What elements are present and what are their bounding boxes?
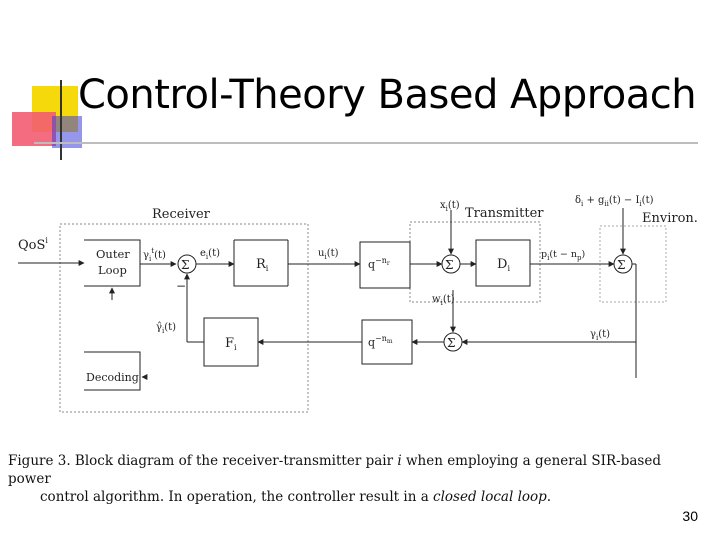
signal-gamma-target: γit(t) xyxy=(143,247,166,263)
signal-p: pi(t − np) xyxy=(541,249,585,262)
environ-label: Environ. xyxy=(642,211,698,226)
caption-line1-rest: when employing a general SIR-based power xyxy=(8,453,661,487)
caption-prefix: Figure 3. Block diagram of the receiver-… xyxy=(8,453,398,469)
sum-symbol-3: Σ xyxy=(617,258,625,272)
caption-line2-end: . xyxy=(546,489,552,505)
receiver-region xyxy=(59,223,309,413)
minus-sign: − xyxy=(176,279,186,293)
signal-gamma: γi(t) xyxy=(590,329,610,342)
r-block-label: Ri xyxy=(256,257,269,273)
slide-title: Control-Theory Based Approach xyxy=(78,72,697,118)
signal-x: xi(t) xyxy=(440,200,460,213)
d-block-label: Di xyxy=(497,257,510,273)
f-block-label: Fi xyxy=(225,336,237,352)
sum-symbol-1: Σ xyxy=(181,258,189,272)
outer-loop-block xyxy=(84,239,141,287)
qos-label: QoSi xyxy=(18,236,48,253)
decor-red-square xyxy=(12,112,56,146)
delay-bottom-label: q−nm xyxy=(368,334,393,349)
signal-gamma-hat: γ̂i(t) xyxy=(156,322,176,335)
caption-line2-start: control algorithm. In operation, the con… xyxy=(40,489,434,505)
decoding-label: Decoding xyxy=(86,371,139,384)
sum-symbol-2: Σ xyxy=(445,258,453,272)
outer-loop-label-2: Loop xyxy=(98,263,127,277)
decoding-block xyxy=(84,351,141,391)
receiver-label: Receiver xyxy=(152,207,211,222)
transmitter-region xyxy=(409,221,541,303)
r-block xyxy=(233,239,288,287)
signal-environment: δi + gii(t) − Ii(t) xyxy=(575,195,654,208)
signal-e: ei(t) xyxy=(200,248,220,261)
decor-horizontal-rule xyxy=(34,142,698,144)
signal-w: wi(t) xyxy=(432,294,455,307)
caption-italic-i: i xyxy=(397,453,402,469)
delay-top-label: q−nr xyxy=(368,256,390,271)
transmitter-label: Transmitter xyxy=(465,206,544,221)
sum-symbol-4: Σ xyxy=(447,336,455,350)
signal-u: ui(t) xyxy=(318,248,339,261)
page-number: 30 xyxy=(682,508,698,524)
caption-line2-italic: closed local loop xyxy=(433,489,547,505)
decor-vertical-line xyxy=(60,80,62,160)
d-block xyxy=(475,239,531,287)
delay-block-top xyxy=(359,241,411,289)
figure-caption: Figure 3. Block diagram of the receiver-… xyxy=(8,452,708,506)
outer-loop-label-1: Outer xyxy=(96,247,130,261)
